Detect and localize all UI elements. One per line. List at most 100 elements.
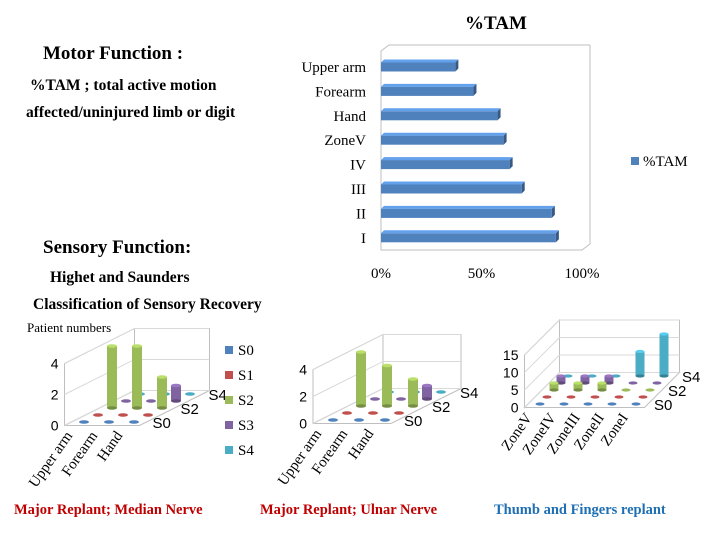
legend-label-s4: S4 <box>238 443 254 459</box>
thumb-chart-y-tick: 5 <box>511 382 519 398</box>
ulnar-chart-gridline <box>312 361 461 397</box>
tam-x-tick: 0% <box>371 266 391 282</box>
ulnar-chart-bar-top <box>422 383 432 388</box>
tam-bar-end <box>509 157 513 170</box>
thumb-chart-y-tick: 15 <box>503 347 519 363</box>
legend-label-s3: S3 <box>238 418 254 434</box>
thumb-chart-y-tick: 0 <box>511 400 519 416</box>
thumb-chart-bar-base <box>659 374 669 378</box>
median-chart-bar-top <box>132 344 142 348</box>
ulnar-chart-depth-label: S4 <box>460 385 478 402</box>
thumb-chart-bar-body <box>635 351 645 376</box>
median-chart-bar-base <box>171 399 181 403</box>
thumb-chart-gridline <box>524 319 680 356</box>
thumb-chart-bar-base <box>597 388 607 392</box>
motor-line-2: affected/uninjured limb or digit <box>26 104 236 121</box>
median-chart-bar-marker <box>146 399 156 403</box>
tam-category-label: III <box>351 182 366 198</box>
tam-bar-top <box>381 230 559 234</box>
median-chart-category-label: Hand <box>95 428 127 464</box>
legend-swatch-s3 <box>225 421 233 429</box>
thumb-chart-bar-base <box>556 381 566 385</box>
tam-bar-top <box>381 132 507 136</box>
tam-bar-end <box>521 181 525 194</box>
caption-ulnar: Major Replant; Ulnar Nerve <box>260 502 438 518</box>
median-chart-depth-label: S2 <box>181 401 199 418</box>
thumb-chart-bar-body <box>556 376 566 383</box>
ulnar-chart-bar-base <box>382 404 392 408</box>
thumb-chart-bar-marker <box>542 395 552 399</box>
median-chart-bar-marker <box>121 399 131 403</box>
tam-category-label: II <box>356 206 366 222</box>
legend-swatch-s0 <box>225 346 233 354</box>
tam-category-label: ZoneV <box>324 133 366 149</box>
median-chart-bar-body <box>171 385 181 401</box>
median-chart-bar-body <box>157 377 167 408</box>
tam-bar-end <box>473 83 477 96</box>
ulnar-chart-gridline <box>312 334 461 370</box>
tam-legend-swatch <box>631 157 639 165</box>
median-chart-bar-marker <box>79 420 89 424</box>
thumb-chart-bar-marker <box>652 381 662 385</box>
tam-category-label: IV <box>350 158 366 174</box>
tam-bar <box>381 135 504 145</box>
thumb-chart-bar-top <box>659 332 669 336</box>
thumb-chart-depth-label: S4 <box>682 369 700 386</box>
ulnar-chart-bar-top <box>356 350 366 354</box>
median-chart-bar-top <box>171 383 181 388</box>
legend-label-s0: S0 <box>238 343 254 359</box>
median-chart-bar-top <box>157 375 167 379</box>
caption-thumb: Thumb and Fingers replant <box>494 502 666 518</box>
thumb-chart-bar-marker <box>645 388 655 392</box>
median-chart-bar-body <box>107 346 117 408</box>
tam-category-label: Forearm <box>315 84 366 100</box>
ulnar-chart-bar-marker <box>368 411 378 415</box>
tam-bar <box>381 184 522 194</box>
ulnar-chart-y-tick: 2 <box>299 389 307 405</box>
median-chart-y-tick: 2 <box>51 387 59 403</box>
thumb-chart-depth-label: S2 <box>668 383 686 400</box>
thumb-chart-bar-body <box>659 334 669 376</box>
tam-bar-end <box>497 108 501 121</box>
thumb-chart-bar-top <box>604 374 614 378</box>
tam-bar <box>381 208 552 218</box>
tam-back-wall <box>380 44 590 52</box>
tam-x-tick: 100% <box>565 266 600 282</box>
thumb-chart-bar-marker <box>638 395 648 399</box>
thumb-chart-bar-marker <box>611 374 621 378</box>
median-chart-bar-marker <box>143 413 153 417</box>
ulnar-chart-bar-base <box>422 397 432 401</box>
median-chart-bar-marker <box>104 420 114 424</box>
tam-bar-top <box>381 205 555 209</box>
tam-legend-label: %TAM <box>643 154 688 170</box>
median-chart-bar-marker <box>129 420 139 424</box>
tam-bar-top <box>381 181 525 185</box>
thumb-chart-bar-base <box>604 381 614 385</box>
ulnar-chart-bar-body <box>422 385 432 399</box>
median-chart-depth-label: S0 <box>153 415 171 432</box>
thumb-chart-bar-base <box>573 388 583 392</box>
thumb-chart-bar-body <box>549 383 559 390</box>
ulnar-chart-y-tick: 0 <box>299 416 307 432</box>
thumb-chart-bar-top <box>556 374 566 378</box>
thumb-chart-bar-marker <box>631 402 641 406</box>
thumb-chart-category-label: ZoneI <box>598 411 632 450</box>
tam-category-label: I <box>361 231 366 247</box>
ulnar-chart-depth-label: S0 <box>404 413 422 430</box>
median-chart-bar-base <box>107 406 117 410</box>
ulnar-chart-bar-body <box>408 379 418 406</box>
tam-bar <box>381 62 456 72</box>
median-chart-bar-marker <box>93 413 103 417</box>
thumb-chart-gridline <box>524 337 680 373</box>
thumb-chart-bar-body <box>604 376 614 383</box>
ulnar-chart-bar-base <box>356 404 366 408</box>
thumb-chart-bar-marker <box>566 395 576 399</box>
ulnar-chart-bar-marker <box>328 418 338 422</box>
thumb-chart-bar-marker <box>590 395 600 399</box>
tam-bar <box>381 111 498 121</box>
tam-category-label: Upper arm <box>301 60 366 76</box>
